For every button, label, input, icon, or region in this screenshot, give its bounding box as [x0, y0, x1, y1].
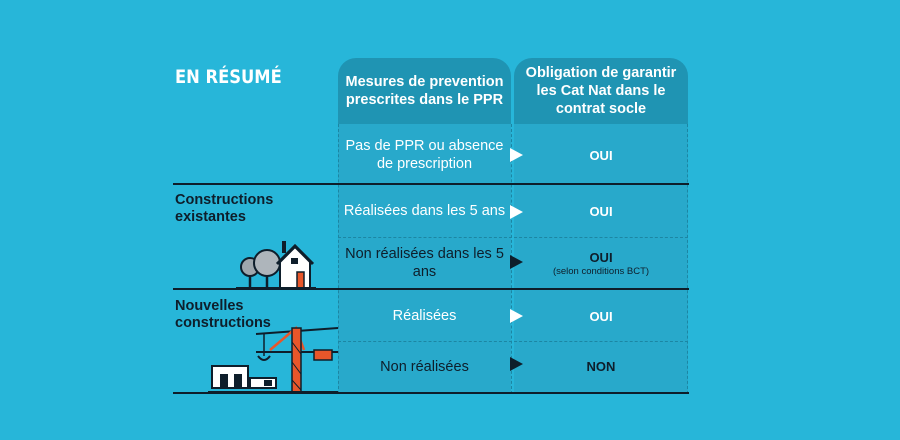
- table-row-measure: Non réalisées dans les 5 ans: [345, 246, 504, 280]
- table-row-answer: NON: [586, 359, 616, 374]
- house-icon: [275, 241, 315, 289]
- group-label-new: Nouvelles constructions: [175, 298, 271, 331]
- table-row-measure: Pas de PPR ou absence de prescription: [345, 138, 504, 172]
- column-obligation-background: [514, 124, 688, 394]
- group-separator: [173, 183, 689, 185]
- table-row-measure: Non réalisées: [380, 358, 469, 375]
- group-separator: [173, 392, 689, 394]
- arrow-right-icon: [510, 255, 523, 269]
- crane-icon: [255, 325, 339, 393]
- row-divider: [338, 341, 688, 342]
- table-row-answer: OUI: [589, 203, 613, 219]
- table-row-answer: OUI (selon conditions BCT): [514, 240, 688, 286]
- group-label-existing: Constructions existantes: [175, 192, 274, 225]
- table-row-answer: OUI: [589, 308, 613, 324]
- arrow-right-icon: [510, 205, 523, 219]
- construction-site-illustration: [208, 325, 339, 393]
- building-site-icon: [211, 365, 277, 389]
- table-row-answer: OUI: [589, 147, 613, 163]
- column-divider-right: [687, 124, 688, 394]
- header-prevention-measures: Mesures de prevention prescrites dans le…: [338, 58, 511, 124]
- column-divider-left: [338, 124, 339, 394]
- arrow-right-icon: [510, 148, 523, 162]
- trees-house-illustration: [236, 241, 316, 289]
- trees-icon: [240, 249, 281, 288]
- table-row-measure: Réalisées: [392, 308, 457, 324]
- page-title: EN RÉSUMÉ: [175, 66, 282, 88]
- header-catnat-obligation: Obligation de garantir les Cat Nat dans …: [514, 58, 688, 124]
- arrow-right-icon: [510, 357, 523, 371]
- group-separator: [173, 288, 689, 290]
- answer-value: OUI: [589, 249, 613, 265]
- column-measures-background: [338, 124, 511, 394]
- arrow-right-icon: [510, 309, 523, 323]
- row-divider: [338, 237, 688, 238]
- table-row-measure: Réalisées dans les 5 ans: [343, 203, 506, 219]
- answer-note: (selon conditions BCT): [552, 265, 650, 277]
